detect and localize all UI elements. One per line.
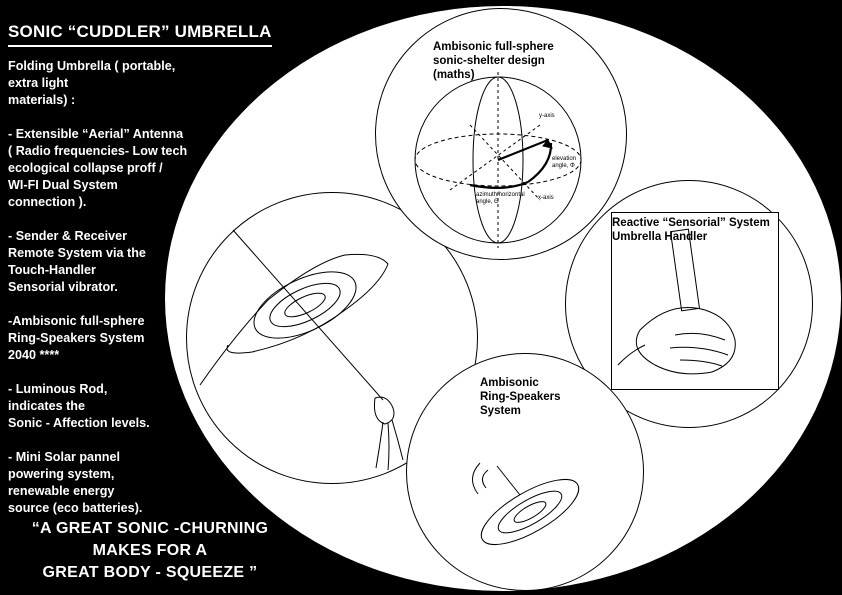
handler-rod	[669, 228, 701, 312]
handler-label: Reactive “Sensorial” System Umbrella Han…	[612, 217, 770, 243]
sphere-y-axis-label: y-axis	[539, 113, 555, 119]
page-title: SONIC “CUDDLER” UMBRELLA	[8, 22, 272, 47]
speaker-ring-center	[513, 501, 547, 523]
elevation-arc	[527, 142, 553, 183]
sphere-diagram	[414, 72, 582, 248]
feature-antenna: - Extensible “Aerial” Antenna ( Radio fr…	[8, 127, 188, 209]
handler-wrist	[617, 344, 646, 366]
speakers-circle	[406, 353, 644, 591]
sound-waves-icon	[472, 462, 489, 495]
umbrella-antenna	[232, 229, 384, 401]
speakers-drawing	[472, 462, 580, 545]
umbrella-drawing	[199, 229, 404, 471]
x-axis-line	[469, 124, 541, 201]
umbrella-canopy	[199, 253, 389, 386]
umbrella-ring-center	[284, 292, 326, 318]
feature-solar: - Mini Solar pannel powering system, ren…	[8, 450, 143, 515]
umbrella-ring-outer	[253, 271, 357, 339]
feature-list: Folding Umbrella ( portable, extra light…	[8, 58, 208, 534]
azimuth-arc	[469, 180, 529, 189]
sphere-azimuth-label: azimuth/horizontal angle, Θ	[476, 192, 525, 205]
feature-remote: - Sender & Receiver Remote System via th…	[8, 229, 146, 294]
handler-drawing	[617, 228, 736, 375]
sphere-label: Ambisonic full-sphere sonic-shelter desi…	[433, 41, 554, 81]
feature-intro: Folding Umbrella ( portable, extra light…	[8, 59, 176, 107]
feature-speakers: -Ambisonic full-sphere Ring-Speakers Sys…	[8, 314, 145, 362]
speaker-ring-inner	[497, 490, 563, 534]
umbrella-handle	[374, 396, 395, 425]
speaker-antenna	[496, 465, 521, 496]
sphere-x-axis-label: x-axis	[538, 195, 554, 201]
y-axis-line	[449, 124, 541, 191]
arrow-head	[542, 139, 553, 149]
feature-rod: - Luminous Rod, indicates the Sonic - Af…	[8, 382, 150, 430]
sphere-circle	[375, 8, 627, 260]
umbrella-ring-inner	[269, 282, 341, 328]
handler-hand	[635, 307, 736, 375]
sphere-elevation-label: elevation angle, Φ	[552, 156, 577, 169]
slogan-quote: “A GREAT SONIC -CHURNING MAKES FOR A GRE…	[31, 520, 269, 581]
handler-fingers	[669, 332, 729, 367]
umbrella-cords	[375, 419, 404, 471]
vector-arrow	[497, 138, 549, 162]
speaker-ring-outer	[480, 479, 580, 545]
speakers-label: Ambisonic Ring-Speakers System	[480, 377, 561, 417]
